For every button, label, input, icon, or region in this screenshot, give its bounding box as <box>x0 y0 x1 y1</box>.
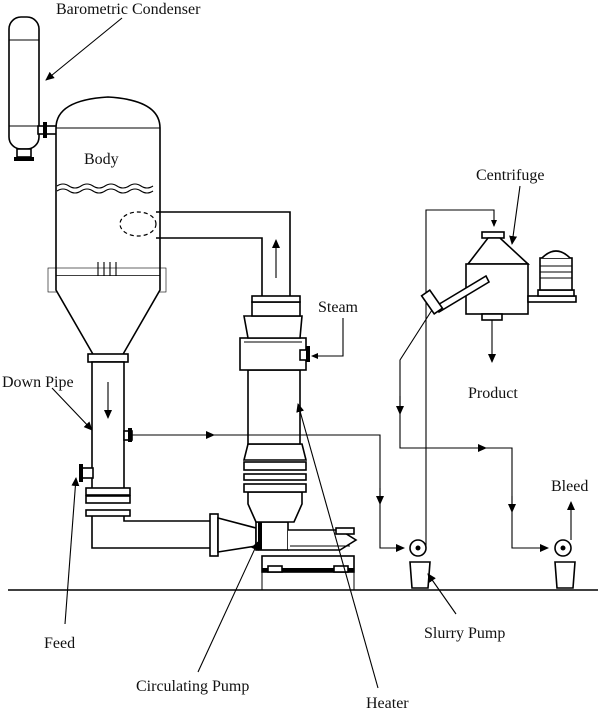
evaporator-body <box>47 96 167 357</box>
leader-barometric-condenser <box>45 17 123 81</box>
label-down-pipe: Down Pipe <box>2 374 74 391</box>
label-centrifuge: Centrifuge <box>476 167 544 184</box>
label-slurry-pump: Slurry Pump <box>424 625 505 642</box>
label-product: Product <box>468 385 518 402</box>
circulating-pump <box>209 513 358 591</box>
leader-steam <box>311 318 344 359</box>
label-bleed: Bleed <box>551 478 588 495</box>
heater <box>239 295 310 523</box>
leader-slurry-pump <box>427 573 457 615</box>
barometric-condenser <box>8 16 59 161</box>
leader-feed <box>64 477 80 625</box>
label-steam: Steam <box>318 299 359 316</box>
label-circulating-pump: Circulating Pump <box>136 678 249 695</box>
leader-centrifuge <box>509 185 521 245</box>
leader-circulating-pump <box>197 541 259 673</box>
bottom-return-pipe <box>91 516 212 549</box>
slurry-to-centrifuge-line <box>425 209 497 536</box>
centrate-return-line <box>399 309 548 549</box>
slurry-pump <box>409 536 431 589</box>
label-feed: Feed <box>44 635 75 652</box>
centrifuge <box>420 231 577 321</box>
heater-to-body-pipe <box>156 211 291 296</box>
leader-down-pipe <box>51 387 93 431</box>
label-barometric-condenser: Barometric Condenser <box>56 1 201 18</box>
down-pipe <box>79 353 133 517</box>
label-body: Body <box>84 151 119 168</box>
bleed-pump <box>554 539 576 589</box>
leader-heater <box>296 403 379 689</box>
label-heater: Heater <box>366 695 409 710</box>
